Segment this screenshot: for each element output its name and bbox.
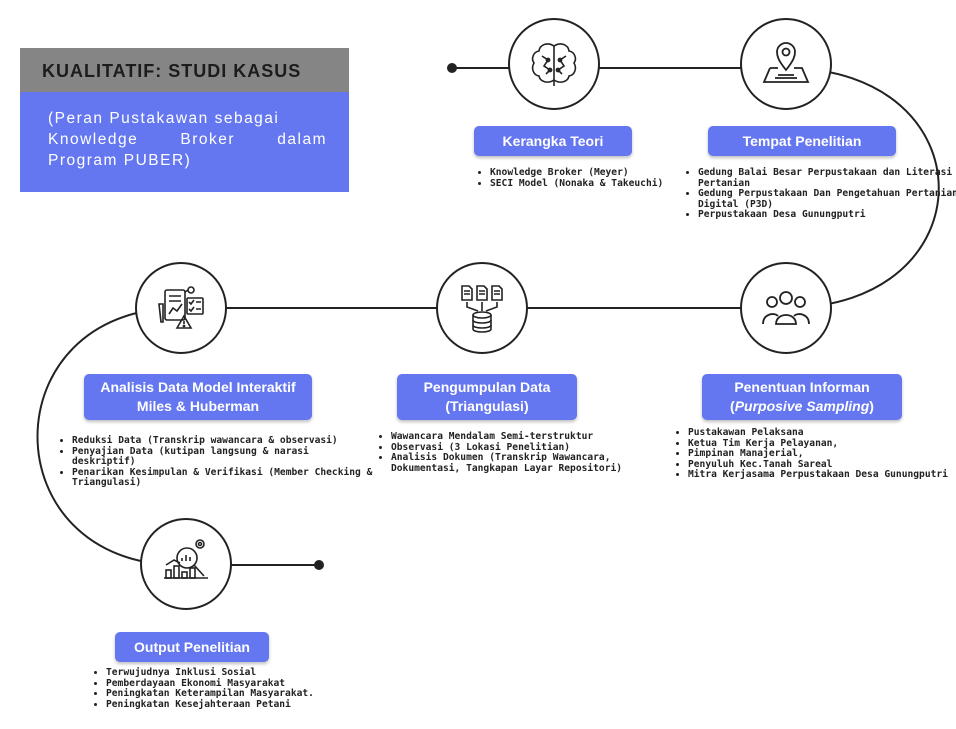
connector-right-curve: [784, 67, 940, 309]
list-item: Gedung Perpustakaan Dan Pengetahuan Pert…: [698, 188, 956, 210]
connector-left-curve: [36, 307, 181, 566]
label-line-2: (Triangulasi): [445, 398, 529, 414]
list-item: Analisis Dokumen (Transkrip Wawancara, D…: [391, 452, 683, 474]
label-analisis-data: Analisis Data Model Interaktif Miles & H…: [84, 374, 312, 420]
map-pin-icon: [740, 18, 832, 110]
list-item: Wawancara Mendalam Semi-terstruktur: [391, 431, 683, 443]
method-subtitle-box: (Peran Pustakawan sebagai Knowledge Brok…: [20, 92, 349, 192]
people-icon: [740, 262, 832, 354]
list-item: Gedung Balai Besar Perpustakaan dan Lite…: [698, 167, 956, 189]
label-output-penelitian: Output Penelitian: [115, 632, 269, 662]
list-penentuan-informan: Pustakawan Pelaksana Ketua Tim Kerja Pel…: [676, 427, 956, 481]
method-title-box: KUALITATIF: STUDI KASUS: [20, 48, 349, 92]
subtitle-word: dalam: [277, 131, 327, 148]
list-item: Perpustakaan Desa Gunungputri: [698, 209, 956, 221]
documents-database-icon: [436, 262, 528, 354]
label-paren-open: (: [730, 398, 735, 414]
list-item: SECI Model (Nonaka & Takeuchi): [490, 178, 710, 190]
label-text: Tempat Penelitian: [742, 132, 862, 149]
list-item: Pimpinan Manajerial,: [688, 448, 956, 460]
list-output-penelitian: Terwujudnya Inklusi Sosial Pemberdayaan …: [94, 667, 366, 711]
label-penentuan-informan: Penentuan Informan (Purposive Sampling): [702, 374, 902, 420]
data-analysis-icon: [135, 262, 227, 354]
label-line-1: Pengumpulan Data: [423, 379, 551, 396]
list-analisis-data: Reduksi Data (Transkrip wawancara & obse…: [60, 435, 378, 489]
list-pengumpulan-data: Wawancara Mendalam Semi-terstruktur Obse…: [379, 431, 683, 474]
label-text: Kerangka Teori: [502, 132, 604, 149]
list-kerangka-teori: Knowledge Broker (Meyer) SECI Model (Non…: [478, 167, 710, 190]
label-tempat-penelitian: Tempat Penelitian: [708, 126, 896, 156]
subtitle-line-2: Knowledge Broker dalam: [48, 131, 327, 149]
list-item: Terwujudnya Inklusi Sosial: [106, 667, 366, 679]
label-italic: Purposive Sampling: [734, 398, 870, 414]
brain-icon: [508, 18, 600, 110]
list-item: Penyuluh Kec.Tanah Sareal: [688, 459, 956, 471]
list-item: Peningkatan Kesejahteraan Petani: [106, 699, 366, 711]
subtitle-line-1: (Peran Pustakawan sebagai: [48, 110, 280, 127]
label-line-2: (Purposive Sampling): [730, 397, 874, 416]
list-item: Mitra Kerjasama Perpustakaan Desa Gunung…: [688, 469, 956, 481]
list-item: Peningkatan Keterampilan Masyarakat.: [106, 688, 366, 700]
list-tempat-penelitian: Gedung Balai Besar Perpustakaan dan Lite…: [686, 167, 956, 221]
subtitle-line-3: Program PUBER): [48, 152, 192, 169]
label-paren-close: ): [869, 398, 874, 414]
list-item: Ketua Tim Kerja Pelayanan,: [688, 438, 956, 450]
label-kerangka-teori: Kerangka Teori: [474, 126, 632, 156]
list-item: Penyajian Data (kutipan langsung & naras…: [72, 446, 378, 468]
list-item: Pustakawan Pelaksana: [688, 427, 956, 439]
label-line-1: Analisis Data Model Interaktif: [100, 379, 296, 396]
label-pengumpulan-data: Pengumpulan Data (Triangulasi): [397, 374, 577, 420]
subtitle-word: Broker: [180, 131, 236, 148]
subtitle-word: Knowledge: [48, 131, 139, 148]
label-line-1: Penentuan Informan: [734, 379, 870, 396]
end-dot: [314, 560, 324, 570]
label-line-2: Miles & Huberman: [136, 398, 260, 414]
list-item: Penarikan Kesimpulan & Verifikasi (Membe…: [72, 467, 378, 489]
list-item: Pemberdayaan Ekonomi Masyarakat: [106, 678, 366, 690]
list-item: Knowledge Broker (Meyer): [490, 167, 710, 179]
analytics-magnifier-icon: [140, 518, 232, 610]
start-dot: [447, 63, 457, 73]
method-title: KUALITATIF: STUDI KASUS: [42, 61, 302, 81]
list-item: Observasi (3 Lokasi Penelitian): [391, 442, 683, 454]
list-item: Reduksi Data (Transkrip wawancara & obse…: [72, 435, 378, 447]
label-text: Output Penelitian: [134, 638, 250, 655]
